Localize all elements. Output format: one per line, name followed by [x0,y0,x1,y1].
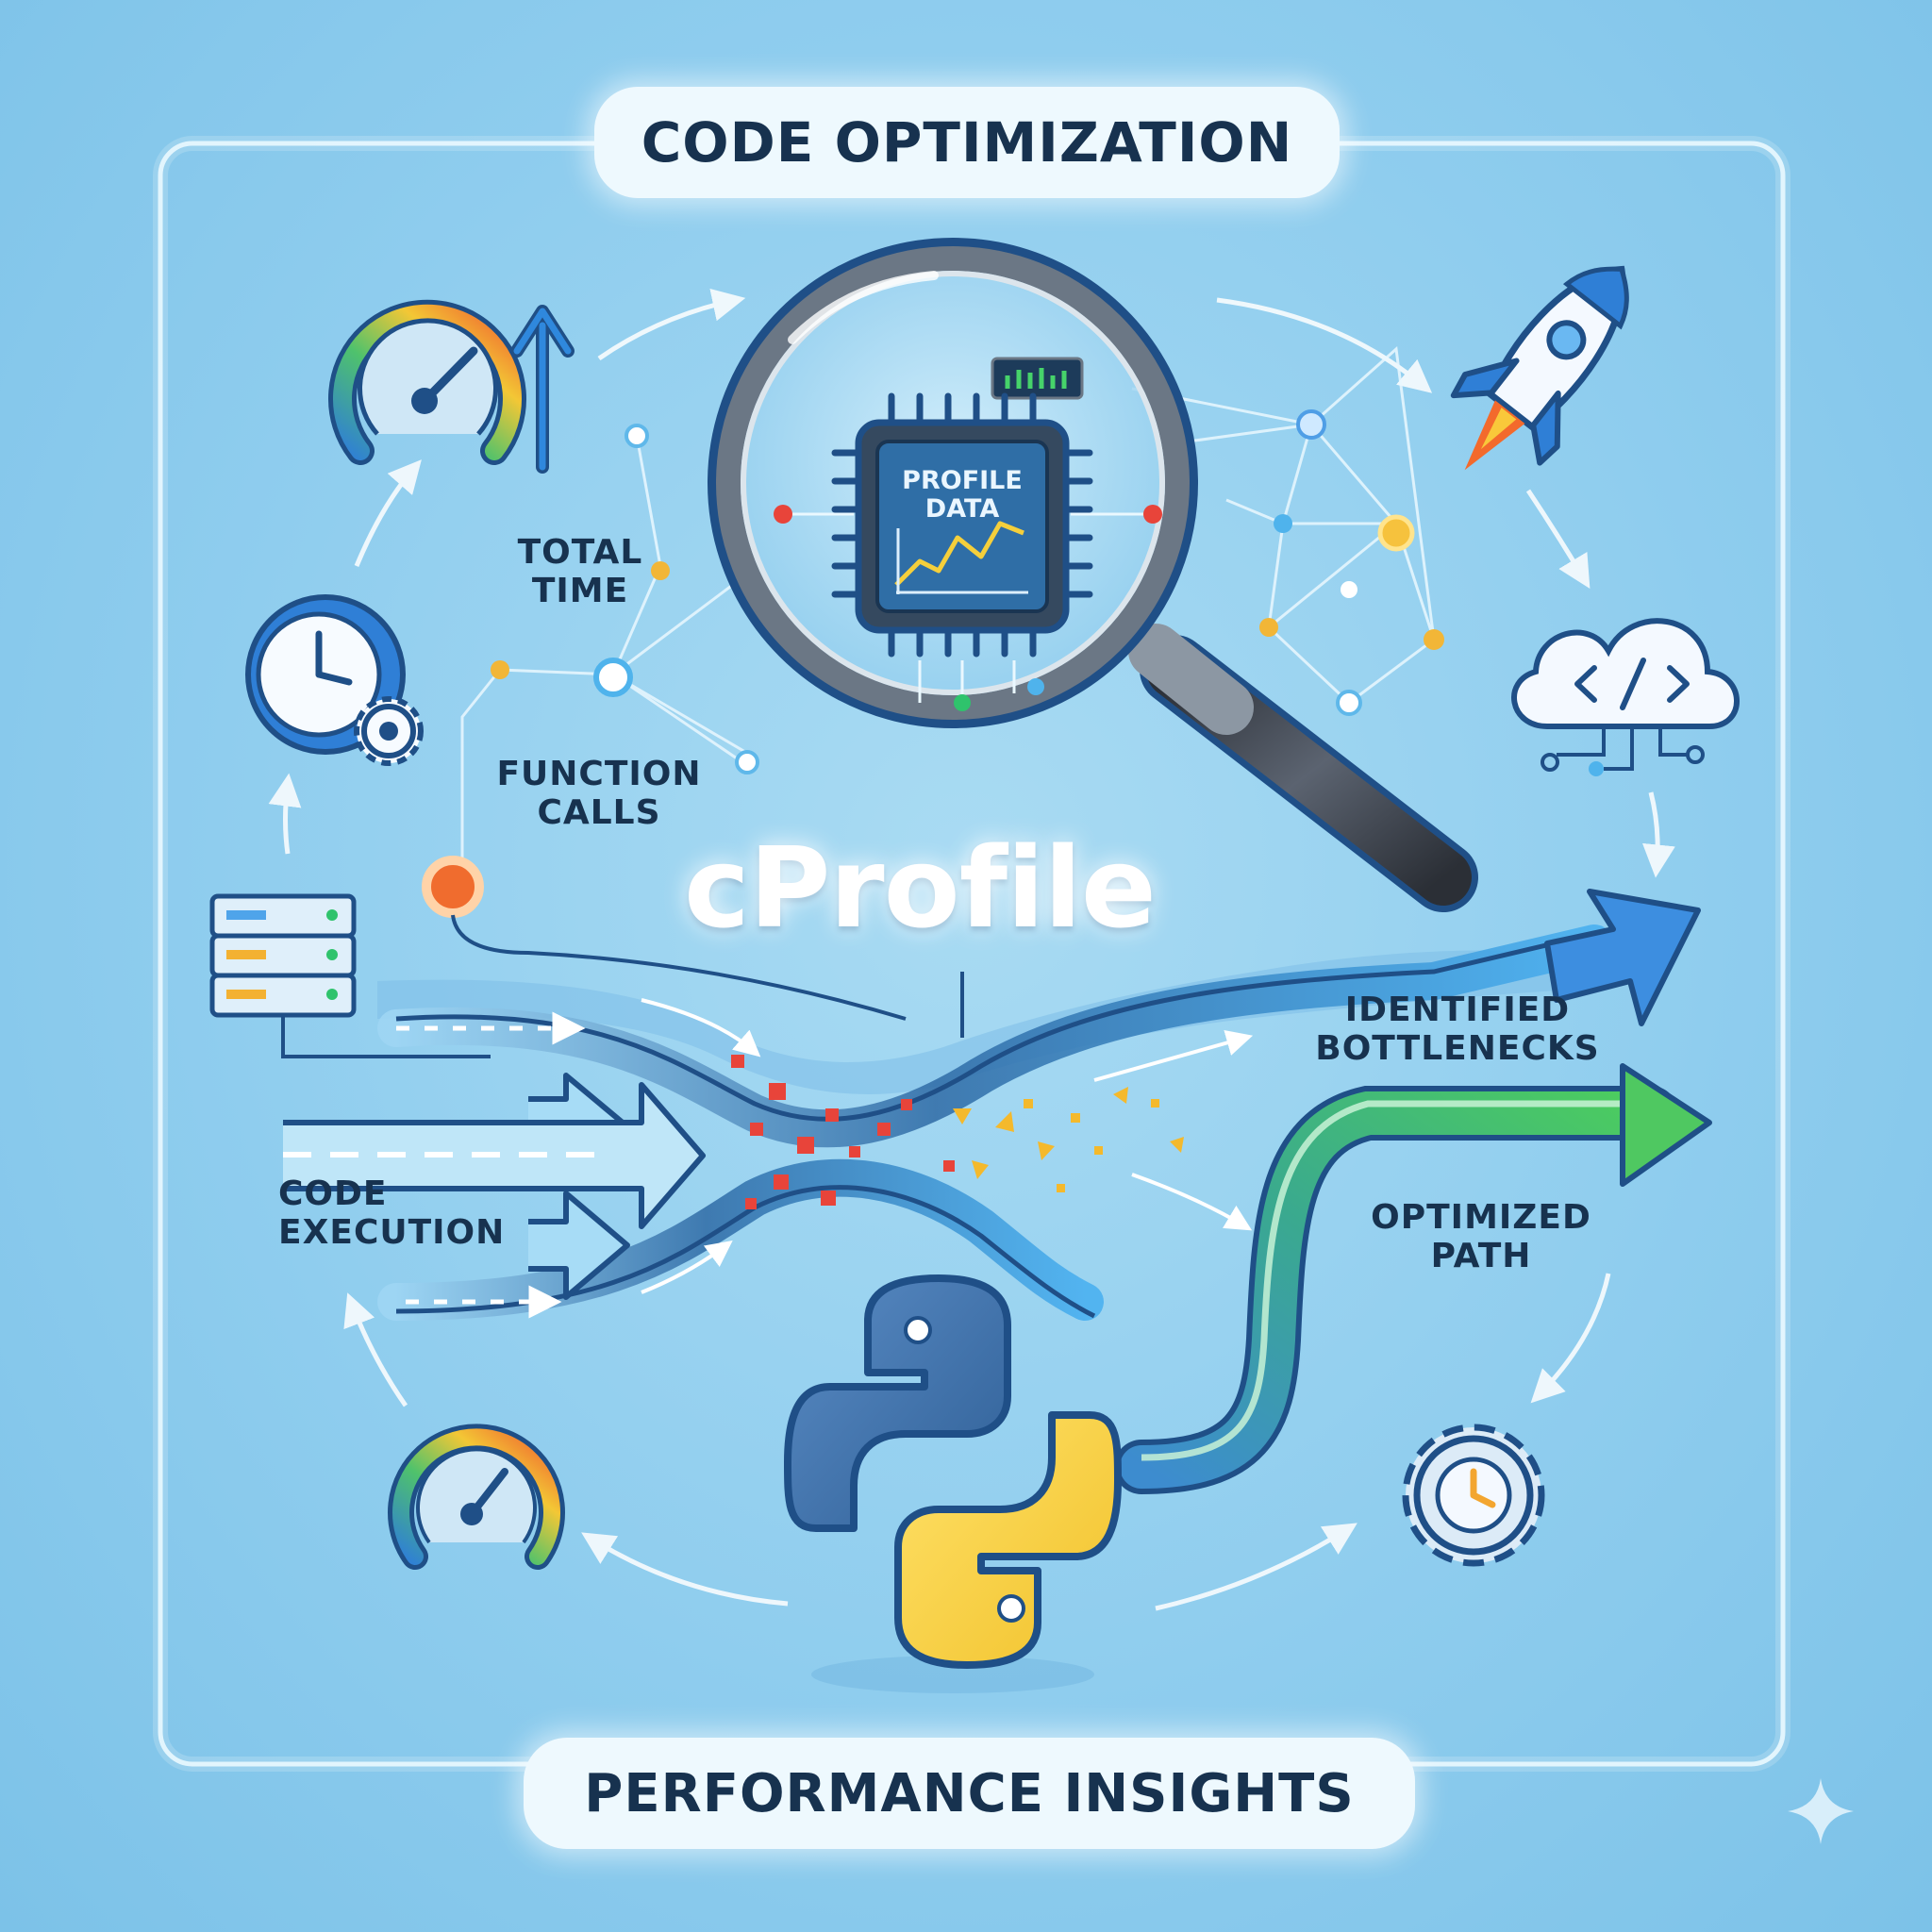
server-icon [209,893,491,1058]
gear-clock-icon [1402,1424,1545,1567]
optimized-path-line1: OPTIMIZED [1371,1198,1591,1237]
optimized-path [1114,1063,1712,1494]
header-title: CODE OPTIMIZATION [641,110,1293,175]
small-gauge-icon [388,1424,565,1570]
sparkle-icon [1788,1778,1854,1844]
chip-label-line2: DATA [924,493,1000,524]
input-arrows [283,998,761,1319]
code-execution-label: CODE EXECUTION [278,1174,524,1253]
identified-bottlenecks-line2: BOTTLENECKS [1315,1029,1600,1069]
total-time-line2: TIME [531,572,629,611]
rocket-icon [1450,265,1629,471]
network-nodes [491,409,1444,774]
processor-chip-icon [774,392,1162,711]
footer-title: PERFORMANCE INSIGHTS [584,1762,1355,1824]
header-pill: CODE OPTIMIZATION [594,87,1340,198]
identified-bottlenecks-label: IDENTIFIED BOTTLENECKS [1307,991,1608,1069]
identified-bottlenecks-line1: IDENTIFIED [1344,991,1571,1029]
clock-gear-icon [245,594,424,766]
function-call-node [422,856,907,1021]
function-calls-label: FUNCTION CALLS [486,755,712,833]
total-time-label: TOTAL TIME [486,533,675,611]
bottleneck-particles [731,1029,1254,1231]
chip-label: PROFILE DATA [877,467,1047,523]
optimized-path-label: OPTIMIZED PATH [1358,1198,1604,1276]
function-calls-line1: FUNCTION [496,755,702,793]
magnifying-glass-icon [708,238,1478,912]
footer-pill: PERFORMANCE INSIGHTS [524,1738,1415,1849]
center-title: cProfile [684,823,1157,953]
code-execution-flow [377,889,1701,1321]
chip-label-line1: PROFILE [902,466,1023,495]
total-time-line1: TOTAL [517,533,643,572]
function-calls-line2: CALLS [537,793,661,833]
code-execution-line1: CODE [278,1174,388,1213]
optimized-path-line2: PATH [1430,1237,1532,1276]
cycle-arrows [268,288,1675,1611]
python-logo-icon [784,1274,1122,1693]
cloud-code-icon [1511,618,1740,776]
code-execution-line2: EXECUTION [278,1213,506,1253]
speedometer-icon [328,299,575,474]
